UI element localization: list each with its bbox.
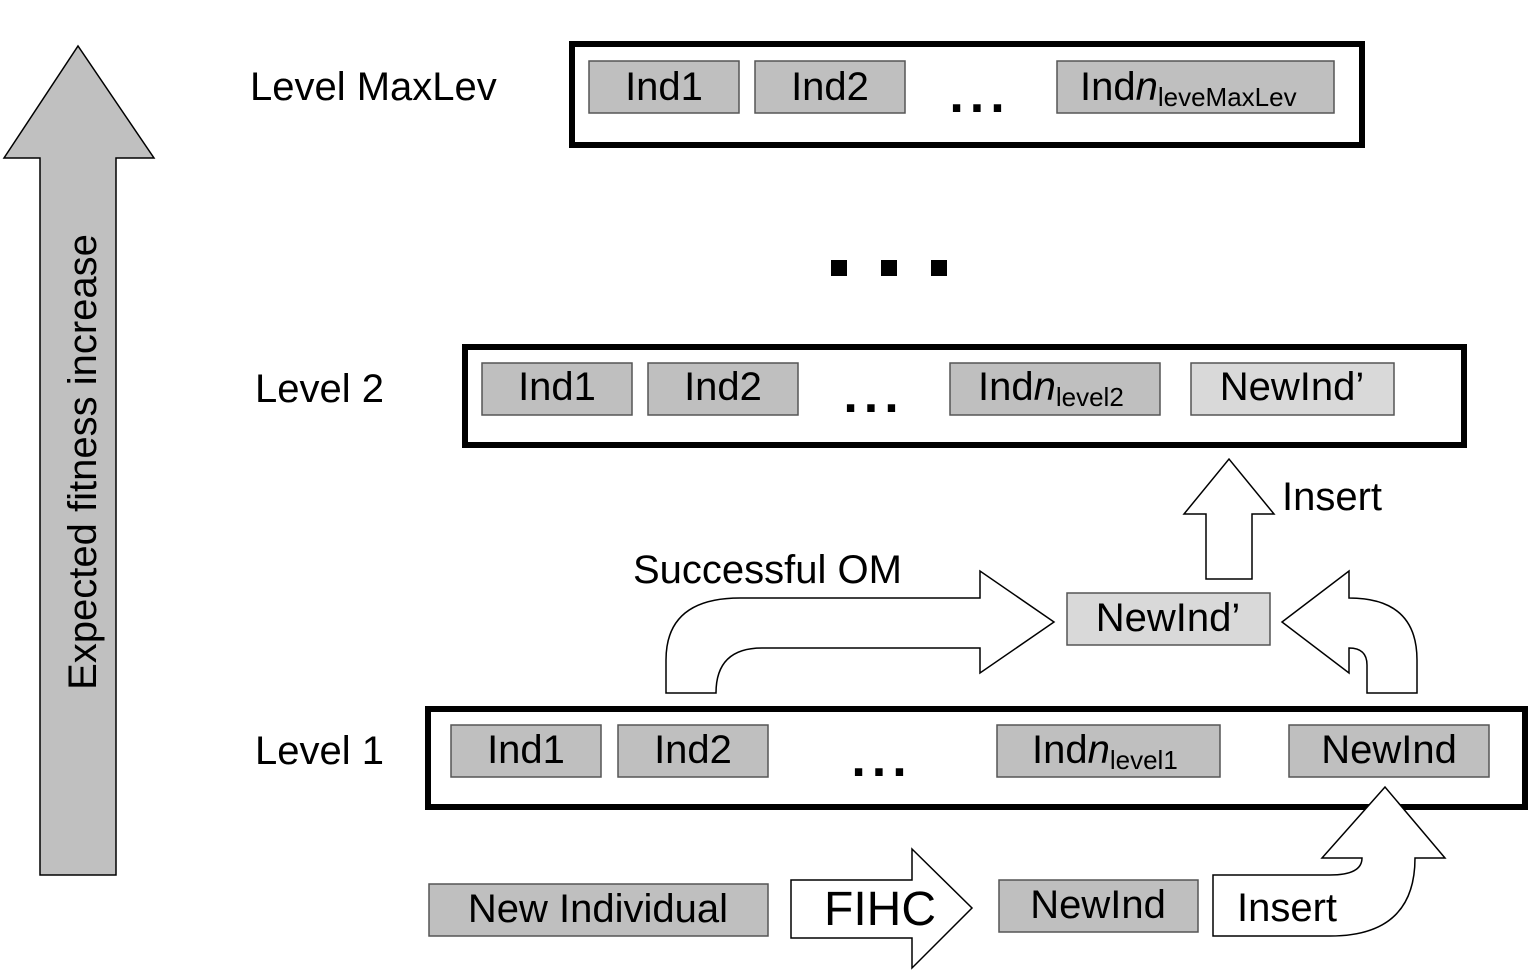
insert-up-arrow: Insert <box>1182 457 1382 580</box>
level-2-container <box>462 344 1467 448</box>
level-1: Level 1 Ind1 Ind2 ... Indnlevel1 NewInd <box>255 706 1528 810</box>
newind-prime-middle: NewInd’ <box>1066 592 1271 646</box>
level2-ellipsis: ... <box>843 366 904 424</box>
insert-bottom-label: Insert <box>1237 886 1337 930</box>
level2-indn-text: Indnlevel2 <box>978 365 1124 412</box>
level2-indn-sub: level2 <box>1056 382 1124 412</box>
level2-ind2-box <box>647 362 799 416</box>
maxlev-ind1-text: Ind1 <box>625 65 703 109</box>
newind-prime-box <box>1066 592 1271 646</box>
successful-om-arrow-shape <box>665 569 1056 694</box>
insert-bottom-arrow-shape <box>1212 785 1447 937</box>
level1-ind1-box <box>450 724 602 778</box>
new-individual-box <box>428 883 769 937</box>
return-arrow-shape <box>1280 569 1418 694</box>
level1-ind2-box <box>617 724 769 778</box>
level-1-label: Level 1 <box>255 729 384 773</box>
successful-om-arrow: Successful OM <box>633 548 1056 694</box>
level2-ind1-box <box>481 362 633 416</box>
level2-indn-main: Ind <box>978 365 1034 409</box>
bottom-newind-text: NewInd <box>1030 883 1166 927</box>
fitness-arrow-label: Expected fitness increase <box>61 234 105 690</box>
level1-newind-box <box>1288 724 1490 778</box>
fihc-arrow-shape <box>790 847 974 970</box>
maxlev-indn-sub: leveMaxLev <box>1158 82 1297 112</box>
level2-indn-box <box>949 362 1161 416</box>
insert-up-arrow-shape <box>1182 457 1276 580</box>
maxlev-indn-italic: n <box>1136 65 1158 109</box>
maxlev-indn-text: IndnleveMaxLev <box>1080 65 1297 112</box>
level1-indn-sub: level1 <box>1110 745 1178 775</box>
maxlev-indn-box <box>1056 60 1335 114</box>
insert-up-label: Insert <box>1282 475 1382 519</box>
maxlev-ind2-box <box>754 60 906 114</box>
maxlev-ind1-box <box>588 60 740 114</box>
level-2-label: Level 2 <box>255 367 384 411</box>
return-arrow <box>1280 569 1418 694</box>
fitness-arrow-shape <box>2 44 156 876</box>
level-maxlev-label: Level MaxLev <box>250 65 497 109</box>
level2-ind1-text: Ind1 <box>518 365 596 409</box>
bottom-flow: New Individual FIHC NewInd Insert <box>428 785 1447 970</box>
level1-newind-text: NewInd <box>1321 728 1457 772</box>
level1-ind1-text: Ind1 <box>487 728 565 772</box>
level-2: Level 2 Ind1 Ind2 ... Indnlevel2 NewInd’ <box>255 344 1467 448</box>
between-dot-3 <box>931 260 947 276</box>
maxlev-ellipsis: ... <box>949 66 1010 124</box>
level2-newind-text: NewInd’ <box>1220 365 1365 409</box>
level-maxlev-container <box>569 41 1365 148</box>
successful-om-label: Successful OM <box>633 548 902 592</box>
level1-indn-text: Indnlevel1 <box>1032 728 1178 775</box>
level-maxlev: Level MaxLev Ind1 Ind2 ... IndnleveMaxLe… <box>250 41 1365 148</box>
bottom-newind-box <box>998 879 1199 933</box>
fihc-label: FIHC <box>824 883 936 936</box>
level1-indn-italic: n <box>1088 728 1110 772</box>
level2-indn-italic: n <box>1034 365 1056 409</box>
level1-ind2-text: Ind2 <box>654 728 732 772</box>
level1-ellipsis: ... <box>851 730 912 788</box>
maxlev-indn-main: Ind <box>1080 65 1136 109</box>
between-dot-1 <box>831 260 847 276</box>
fitness-axis-arrow: Expected fitness increase <box>2 44 156 876</box>
newind-prime-text: NewInd’ <box>1096 596 1241 640</box>
level1-indn-box <box>996 724 1221 778</box>
between-levels-ellipsis <box>831 260 947 276</box>
level-1-container <box>425 706 1528 810</box>
maxlev-ind2-text: Ind2 <box>791 65 869 109</box>
new-individual-text: New Individual <box>468 887 728 931</box>
level1-indn-main: Ind <box>1032 728 1088 772</box>
between-dot-2 <box>881 260 897 276</box>
level2-ind2-text: Ind2 <box>684 365 762 409</box>
level2-newind-box <box>1190 362 1395 416</box>
